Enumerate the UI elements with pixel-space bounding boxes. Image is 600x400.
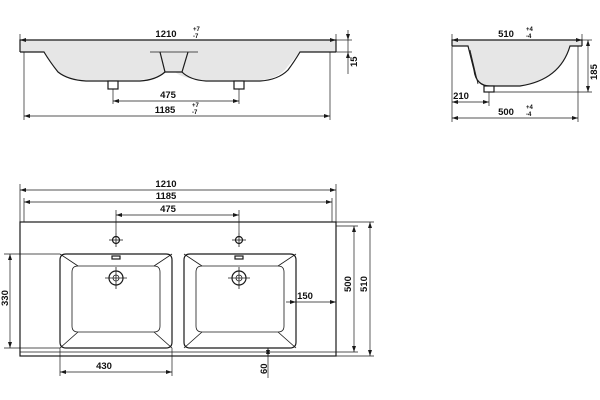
- center-overflow: [159, 51, 189, 73]
- plan-inner-depth-label: 500: [343, 276, 354, 292]
- side-top-tol-plus: +4: [526, 27, 534, 33]
- dim-rim-thickness: 15: [336, 30, 360, 74]
- front-overall-width-label: 1210: [155, 29, 176, 40]
- dim-plan-wall-gap: 150: [286, 291, 336, 304]
- plan-outer-depth-label: 510: [359, 276, 370, 292]
- overflow-left: [111, 255, 121, 260]
- plan-tap-spacing-label: 475: [160, 204, 177, 215]
- drain-hole-left: [105, 267, 127, 289]
- dim-plan-basin-width: 430: [59, 348, 173, 376]
- plan-inner-width-label: 1185: [156, 191, 177, 202]
- dim-plan-inner-depth: 500: [336, 225, 358, 353]
- front-inner-tol-plus: +7: [192, 103, 200, 109]
- dim-plan-tap-spacing: 475: [115, 204, 240, 233]
- plan-wall-gap-label: 150: [297, 291, 313, 302]
- drain-right: [233, 80, 245, 90]
- side-top-tol-minus: -4: [526, 34, 532, 40]
- dim-plan-inner-width: 1185: [23, 191, 333, 222]
- front-inner-width-label: 1185: [155, 105, 176, 116]
- front-overall-tol-minus: -7: [193, 34, 199, 40]
- side-drain: [483, 85, 495, 93]
- side-drain-offset-label: 210: [453, 91, 469, 102]
- side-basin-profile: [452, 45, 582, 87]
- plan-counter-outline: [19, 221, 337, 357]
- side-elevation-view: 510 +4 -4 185 210: [451, 27, 600, 122]
- plan-view: 1210 1185 475 330: [0, 179, 374, 378]
- plan-basin-depth-label: 330: [0, 290, 11, 306]
- drain-spacing-label: 475: [160, 90, 177, 101]
- side-bottom-tol-plus: +4: [526, 105, 534, 111]
- front-elevation-view: 1210 +7 -7 15 475: [19, 27, 360, 120]
- basin-profile-left: [20, 51, 166, 82]
- side-height-label: 185: [589, 63, 600, 80]
- dim-drain-spacing: 475: [112, 89, 240, 104]
- side-bottom-depth-label: 500: [498, 107, 514, 118]
- basin-profile-right: [181, 51, 336, 82]
- plan-overall-width-label: 1210: [155, 179, 176, 190]
- side-top-depth-label: 510: [498, 29, 514, 40]
- plan-front-margin-label: 60: [259, 363, 270, 374]
- dim-plan-outer-depth: 510: [336, 221, 374, 357]
- dim-side-bottom-depth: 500 +4 -4: [451, 46, 579, 122]
- dim-front-inner-width: 1185 +7 -7: [23, 52, 331, 120]
- plan-basin-right-outer: [183, 253, 297, 349]
- dim-side-top-depth: 510 +4 -4: [451, 27, 583, 46]
- front-inner-tol-minus: -7: [192, 110, 198, 116]
- tap-hole-left: [109, 233, 123, 247]
- tap-hole-right: [232, 233, 246, 247]
- front-overall-tol-plus: +7: [193, 27, 201, 33]
- plan-basin-right-inner: [195, 265, 285, 333]
- plan-basin-left-outer: [59, 253, 173, 349]
- dim-side-drain-offset: 210: [451, 46, 490, 106]
- overflow-right: [234, 255, 244, 260]
- dim-plan-front-margin: 60: [259, 348, 270, 378]
- drain-hole-right: [228, 267, 250, 289]
- rim-thickness-label: 15: [349, 56, 360, 67]
- plan-basin-width-label: 430: [96, 361, 112, 372]
- dim-plan-basin-depth: 330: [0, 253, 60, 349]
- side-bottom-tol-minus: -4: [526, 112, 532, 118]
- drain-left: [107, 80, 119, 90]
- dim-side-height: 185: [494, 39, 600, 93]
- dim-plan-overall-width: 1210: [19, 179, 337, 222]
